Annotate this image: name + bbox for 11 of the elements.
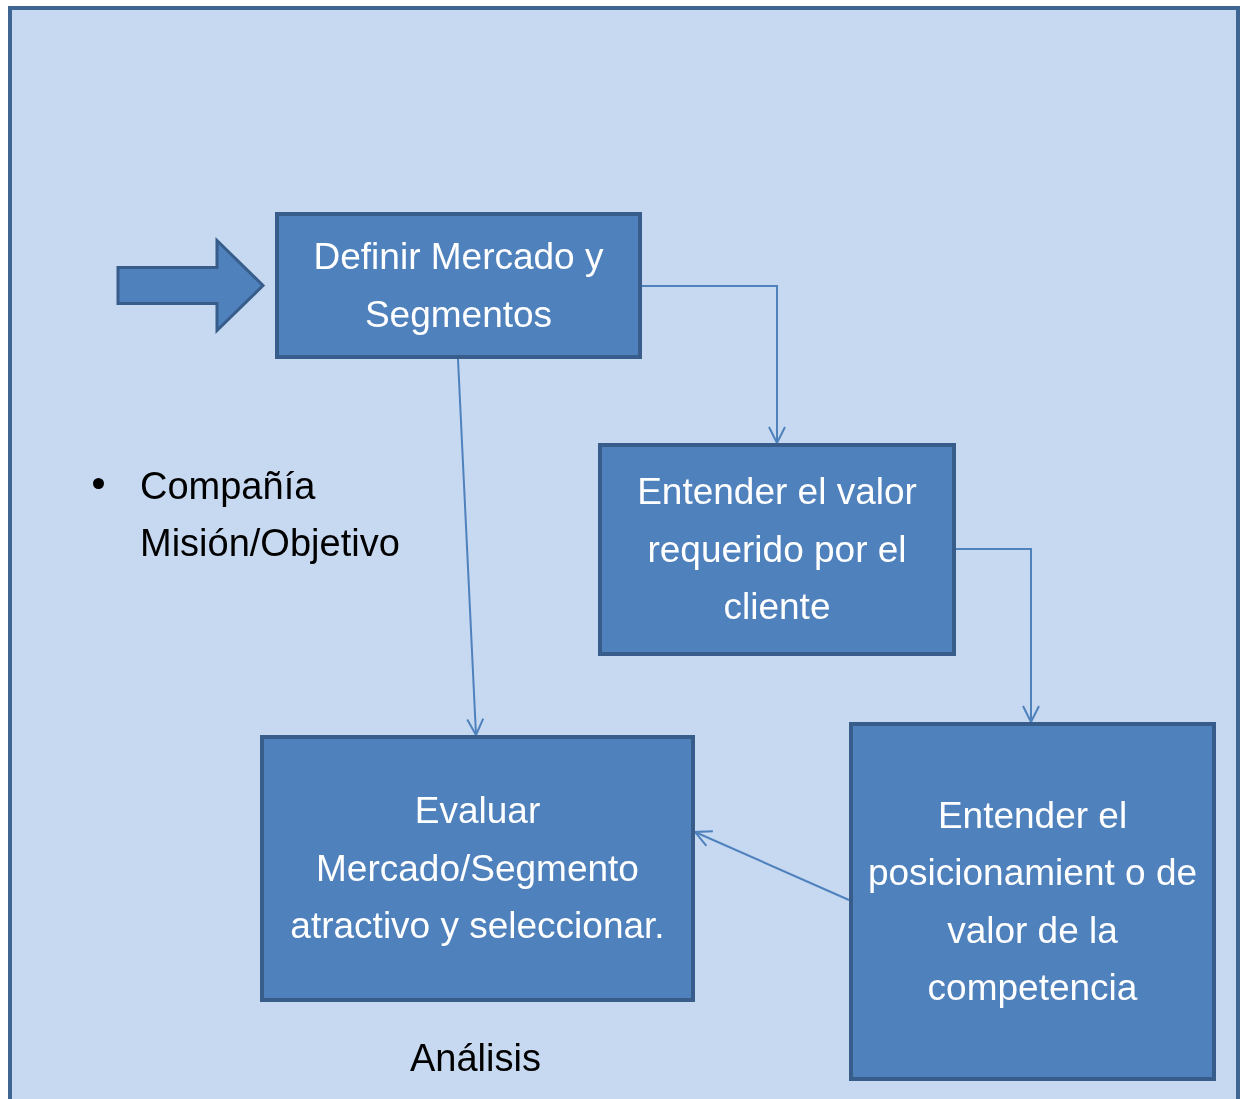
note-text: Compañía Misión/Objetivo bbox=[140, 464, 401, 566]
connector-arrow bbox=[641, 285, 786, 444]
process-box: Entender el posicionamient o de valor de la competencia bbox=[849, 722, 1216, 1081]
process-box: Evaluar Mercado/Segmento atractivo y seleccionar. bbox=[260, 735, 695, 1002]
process-box: Definir Mercado y Segmentos bbox=[275, 212, 642, 359]
connector-arrow bbox=[694, 830, 850, 901]
block-arrow bbox=[116, 236, 266, 335]
connector-arrow bbox=[955, 548, 1040, 723]
process-box: Entender el valor requerido por el cliente bbox=[598, 443, 956, 656]
note-text: Análisis bbox=[410, 1036, 542, 1081]
connector-arrow bbox=[457, 358, 485, 736]
